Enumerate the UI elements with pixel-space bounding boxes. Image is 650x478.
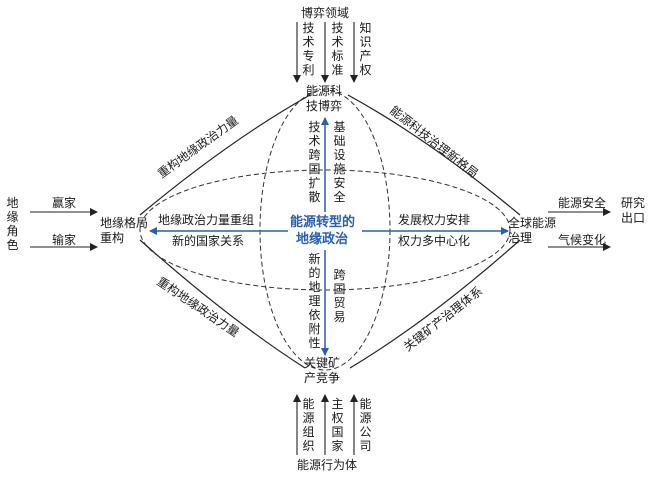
left-winner-label: 赢家: [52, 196, 77, 210]
left-loser-label: 输家: [52, 233, 77, 247]
right-node-label: 全球能源治理: [508, 216, 557, 245]
bottom-actor-title: 能源行为体: [297, 458, 358, 472]
top-col3-label: 知识产权: [359, 21, 372, 77]
dashed-ellipse-horizontal: [139, 169, 511, 291]
cross-trade-label: 跨国贸易: [333, 268, 346, 324]
bottom-col3-label: 能源公司: [359, 397, 372, 453]
left-node-label: 地缘格局重构: [100, 216, 149, 245]
left-role-title: 地缘角色: [6, 196, 19, 252]
bottom-node-line2: 产竞争: [304, 371, 341, 385]
top-field-title: 博弈领域: [301, 6, 350, 20]
right-energy-security-label: 能源安全: [558, 196, 607, 210]
diamond-top-left-edge: [139, 94, 311, 216]
diamond-top-right-edge: [347, 94, 521, 216]
new-dependency-label: 新的地理依附性: [308, 252, 321, 350]
right-research-exit-label: 研究出口: [620, 196, 645, 225]
bottom-node-line1: 关键矿: [304, 356, 341, 370]
tech-spread-label: 技术跨国扩散: [308, 120, 321, 204]
diamond-bottom-left-edge: [139, 239, 306, 369]
bottom-col2-label: 主权国家: [331, 397, 344, 453]
diamond-bottom-right-edge: [349, 239, 521, 369]
top-node-line2: 技博弈: [306, 99, 343, 113]
top-node-line1: 能源科: [306, 84, 343, 98]
center-title-line1: 能源转型的: [290, 215, 356, 230]
left-power-reshape-label: 地缘政治力量重组: [158, 213, 255, 227]
right-climate-change-label: 气候变化: [558, 233, 607, 247]
dashed-ellipse-vertical: [259, 89, 391, 371]
right-multipolar-label: 权力多中心化: [398, 234, 471, 248]
top-col2-label: 技术标准: [331, 21, 344, 77]
bottom-col1-label: 能源组织: [302, 397, 315, 453]
right-power-arrangement-label: 发展权力安排: [398, 213, 471, 227]
center-title-line2: 地缘政治: [296, 232, 349, 247]
left-new-relations-label: 新的国家关系: [172, 234, 245, 248]
top-col1-label: 技术专利: [302, 21, 315, 77]
infra-security-label: 基础设施安全: [333, 120, 346, 204]
